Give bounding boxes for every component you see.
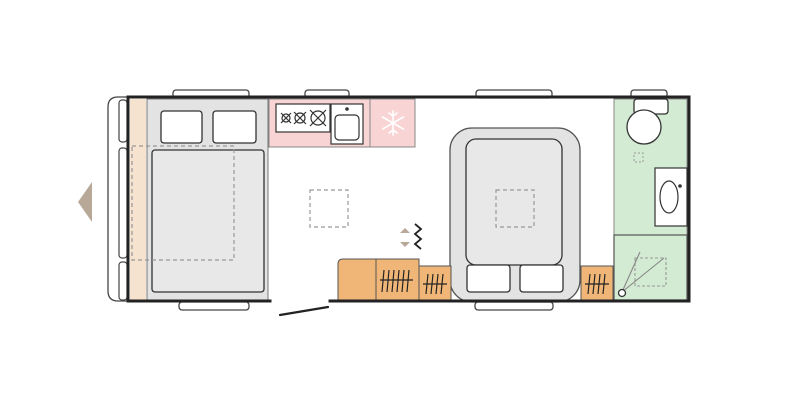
pillow: [160, 110, 203, 144]
gas-hob-icon: [275, 103, 331, 133]
radiator-grille-icon: [380, 269, 413, 293]
front-panel: [130, 99, 146, 300]
bathroom: [613, 98, 688, 301]
snowflake-icon: [381, 110, 405, 136]
roof-skylight-icon: [131, 145, 235, 261]
sink-icon: [330, 103, 364, 145]
heater-icon: [400, 223, 423, 250]
kitchen-block: [268, 98, 416, 148]
front-window-icon: [107, 96, 128, 302]
toilet-icon: [626, 98, 669, 145]
washbasin-icon: [654, 167, 688, 227]
pillow: [466, 264, 511, 293]
pillow: [519, 264, 564, 293]
pillow: [212, 110, 257, 144]
radiator-grille-icon: [585, 273, 609, 295]
side-cabinets: [337, 258, 614, 301]
outer-walls: [126, 95, 691, 303]
shower-icon: [617, 251, 667, 298]
mattress: [151, 149, 265, 293]
entry-door-icon: [278, 305, 330, 317]
roof-skylight-icon: [309, 189, 349, 228]
roof-skylight-icon: [495, 189, 535, 228]
arrow-left-icon: [78, 182, 92, 222]
rear-dinette: [449, 127, 581, 303]
window-icon: [178, 301, 250, 311]
window-icon: [474, 301, 554, 311]
front-bed: [131, 98, 269, 301]
dinette-cushion: [465, 138, 563, 266]
radiator-grille-icon: [423, 273, 447, 295]
roof-vent-icon: [633, 152, 644, 163]
